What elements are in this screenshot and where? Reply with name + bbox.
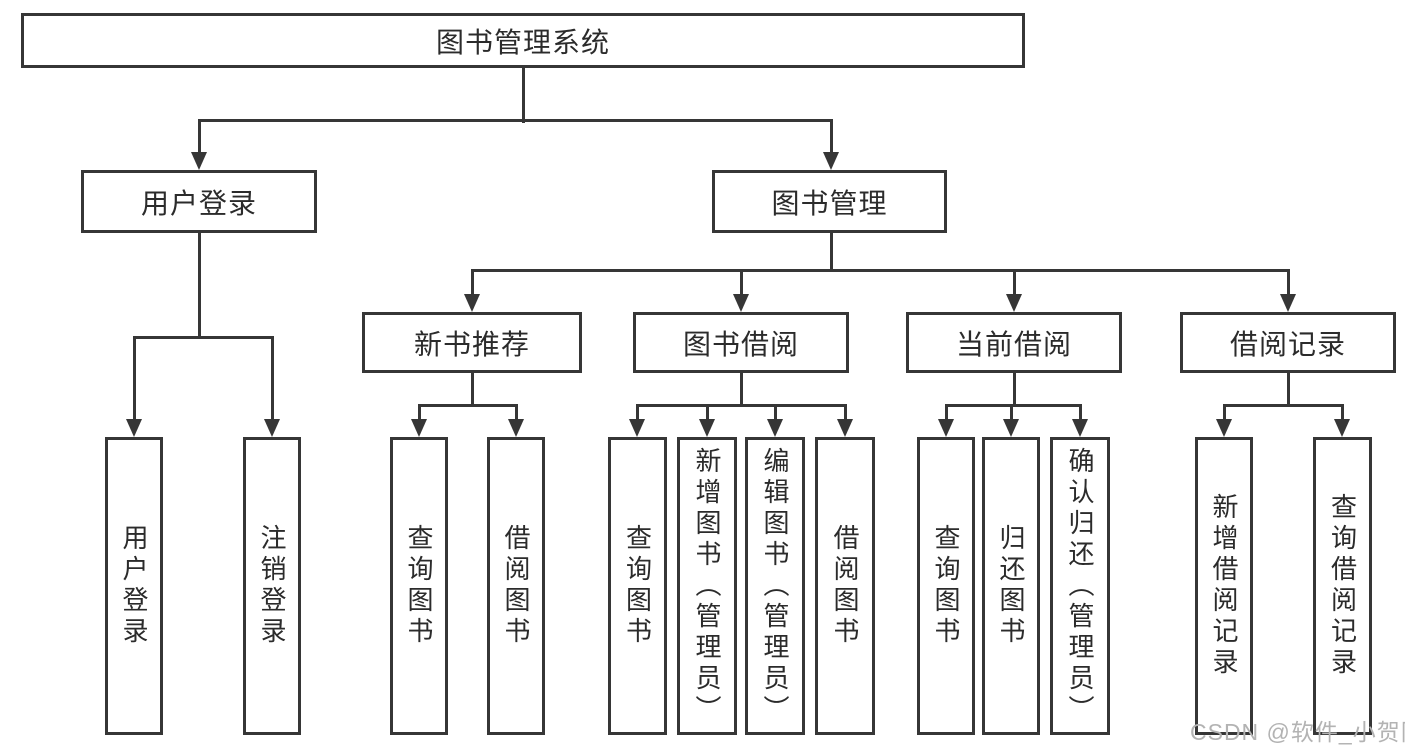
arrowhead-borrow-records xyxy=(1280,294,1296,312)
node-book-borrow-label: 图书借阅 xyxy=(682,328,799,360)
arrowhead-leaf-query-current xyxy=(938,419,954,437)
connector-current-branch-down xyxy=(1013,373,1016,407)
connector-stub-sec-newbook xyxy=(471,270,474,296)
leaf-borrow-books-recommend-label: 借阅图书 xyxy=(501,524,531,648)
connector-root-stub xyxy=(522,68,525,123)
connector-stub-leaf-user-login xyxy=(133,337,136,421)
connector-login-arrow-stub xyxy=(198,120,201,154)
arrowhead-new-book-recommend xyxy=(464,294,480,312)
node-root: 图书管理系统 xyxy=(21,13,1025,68)
node-user-login-label: 用户登录 xyxy=(140,187,257,219)
rail-user-login xyxy=(133,336,274,339)
node-root-label: 图书管理系统 xyxy=(435,26,610,58)
connector-stub-leaf-edit-book xyxy=(774,405,777,421)
connector-stub-leaf-logout xyxy=(271,337,274,421)
leaf-user-login: 用户登录 xyxy=(105,437,163,735)
rail-level2 xyxy=(198,119,833,122)
connector-stub-sec-records xyxy=(1287,270,1290,296)
connector-newbook-branch-down xyxy=(471,373,474,407)
node-book-borrow: 图书借阅 xyxy=(633,312,849,373)
connector-stub-sec-borrow xyxy=(740,270,743,296)
rail-records xyxy=(1223,404,1344,407)
arrowhead-leaf-confirm xyxy=(1072,419,1088,437)
connector-stub-leaf-borrow-recommend xyxy=(515,405,518,421)
leaf-return-books: 归还图书 xyxy=(982,437,1040,735)
leaf-query-books-borrow-label: 查询图书 xyxy=(622,524,653,648)
leaf-query-books-recommend: 查询图书 xyxy=(390,437,448,735)
connector-mgmt-arrow-stub xyxy=(830,120,833,154)
leaf-borrow-books: 借阅图书 xyxy=(815,437,875,735)
arrowhead-current-borrow xyxy=(1006,294,1022,312)
rail-newbook xyxy=(418,404,518,407)
leaf-user-login-label: 用户登录 xyxy=(119,524,149,648)
arrowhead-book-management xyxy=(823,152,839,170)
connector-stub-leaf-query-recommend xyxy=(418,405,421,421)
connector-stub-sec-current xyxy=(1013,270,1016,296)
node-borrow-records-label: 借阅记录 xyxy=(1229,328,1346,360)
leaf-return-books-label: 归还图书 xyxy=(996,524,1026,648)
csdn-watermark: CSDN @软件_小贺同学 xyxy=(1190,719,1405,745)
connector-stub-leaf-query-current xyxy=(945,405,948,421)
leaf-query-borrow-record: 查询借阅记录 xyxy=(1313,437,1372,735)
rail-current xyxy=(945,404,1082,407)
node-current-borrow-label: 当前借阅 xyxy=(955,328,1072,360)
rail-borrow xyxy=(636,404,847,407)
leaf-borrow-books-label: 借阅图书 xyxy=(830,524,860,648)
arrowhead-book-borrow xyxy=(733,294,749,312)
leaf-add-borrow-record-label: 新增借阅记录 xyxy=(1209,493,1239,679)
leaf-query-books-borrow: 查询图书 xyxy=(608,437,667,735)
connector-stub-leaf-query-record xyxy=(1341,405,1344,421)
leaf-confirm-return-admin: 确认归还（管理员） xyxy=(1050,437,1110,735)
leaf-edit-book-admin: 编辑图书（管理员） xyxy=(745,437,805,735)
arrowhead-leaf-query-recommend xyxy=(411,419,427,437)
node-current-borrow: 当前借阅 xyxy=(906,312,1122,373)
leaf-add-book-admin-label: 新增图书（管理员） xyxy=(692,446,722,726)
connector-records-branch-down xyxy=(1287,373,1290,407)
connector-login-branch-down xyxy=(198,233,201,339)
connector-stub-leaf-add-record xyxy=(1223,405,1226,421)
connector-stub-leaf-query-borrow xyxy=(636,405,639,421)
arrowhead-leaf-query-borrow xyxy=(629,419,645,437)
leaf-query-books-current-label: 查询图书 xyxy=(931,524,961,648)
arrowhead-leaf-return xyxy=(1003,419,1019,437)
arrowhead-leaf-borrow-books xyxy=(837,419,853,437)
leaf-query-books-current: 查询图书 xyxy=(917,437,975,735)
leaf-logout: 注销登录 xyxy=(243,437,301,735)
node-new-book-recommend: 新书推荐 xyxy=(362,312,582,373)
connector-borrow-branch-down xyxy=(740,373,743,407)
connector-stub-leaf-add-book xyxy=(706,405,709,421)
node-book-management: 图书管理 xyxy=(712,170,947,233)
node-borrow-records: 借阅记录 xyxy=(1180,312,1396,373)
leaf-borrow-books-recommend: 借阅图书 xyxy=(487,437,545,735)
arrowhead-leaf-borrow-recommend xyxy=(508,419,524,437)
leaf-confirm-return-admin-label: 确认归还（管理员） xyxy=(1065,446,1095,726)
arrowhead-leaf-query-record xyxy=(1334,419,1350,437)
connector-stub-leaf-return xyxy=(1010,405,1013,421)
node-book-management-label: 图书管理 xyxy=(771,187,888,219)
rail-level3 xyxy=(471,269,1290,272)
node-user-login: 用户登录 xyxy=(81,170,317,233)
leaf-add-book-admin: 新增图书（管理员） xyxy=(677,437,737,735)
connector-mgmt-branch-down xyxy=(830,233,833,272)
arrowhead-leaf-add-record xyxy=(1216,419,1232,437)
node-new-book-recommend-label: 新书推荐 xyxy=(413,328,530,360)
arrowhead-leaf-user-login xyxy=(126,419,142,437)
leaf-edit-book-admin-label: 编辑图书（管理员） xyxy=(760,446,790,726)
connector-stub-leaf-confirm xyxy=(1079,405,1082,421)
arrowhead-leaf-add-book xyxy=(699,419,715,437)
leaf-add-borrow-record: 新增借阅记录 xyxy=(1195,437,1253,735)
leaf-query-books-recommend-label: 查询图书 xyxy=(404,524,434,648)
arrowhead-user-login xyxy=(191,152,207,170)
connector-stub-leaf-borrow-books xyxy=(844,405,847,421)
leaf-query-borrow-record-label: 查询借阅记录 xyxy=(1327,493,1358,679)
arrowhead-leaf-logout xyxy=(264,419,280,437)
leaf-logout-label: 注销登录 xyxy=(257,524,287,648)
arrowhead-leaf-edit-book xyxy=(767,419,783,437)
